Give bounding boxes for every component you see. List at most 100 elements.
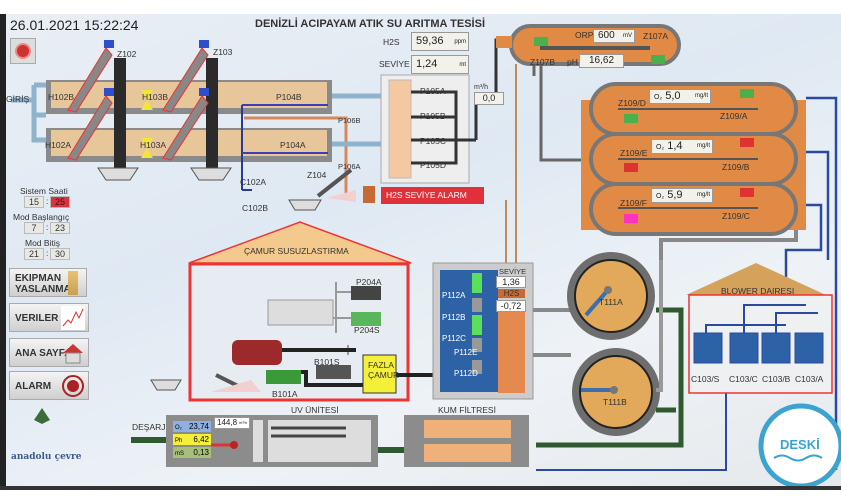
- mode-end-hour[interactable]: 21: [24, 248, 44, 260]
- page-title: DENİZLİ ACIPAYAM ATIK SU ARITMA TESİSİ: [255, 18, 485, 30]
- anadolu-cevre-logo-text: anadolu çevre: [11, 452, 82, 462]
- separator: :: [46, 248, 49, 258]
- mode-end-minute[interactable]: 30: [50, 248, 70, 260]
- label-c102b: C102B: [242, 203, 268, 213]
- mode-start-label: Mod Başlangıç: [13, 212, 70, 222]
- label-p106a: P106A: [338, 162, 361, 171]
- home-button[interactable]: ANA SAYFA: [9, 338, 89, 367]
- label-z107b: Z107B: [530, 57, 556, 67]
- label-p204a: P204A: [356, 277, 382, 287]
- label-p105b: P105B: [420, 111, 446, 121]
- tank-a: [51, 130, 327, 156]
- o2-value: 5,0: [665, 90, 681, 102]
- equipment-aging-label: EKIPMAN YASLANMA: [15, 273, 71, 295]
- alarm-reset-button[interactable]: [10, 38, 36, 64]
- system-hour: 15: [24, 196, 44, 208]
- label-z109e: Z109/E: [620, 148, 648, 158]
- mode-start-minute[interactable]: 23: [50, 222, 70, 234]
- h2s-label: H2S: [383, 37, 400, 47]
- inlet-label: GİRİŞ: [6, 94, 30, 104]
- ph-value: 16,62: [579, 54, 624, 68]
- label-p112d: P112D: [454, 369, 478, 378]
- process-diagram: [11, 24, 841, 488]
- effluent-pipe: [536, 307, 684, 448]
- uv-unit: [268, 420, 371, 462]
- label-h103b: H103B: [142, 92, 168, 102]
- screens: [67, 47, 209, 161]
- pump-p204s: [351, 312, 381, 326]
- label-b101s: B101S: [314, 357, 340, 367]
- discharge-label: DEŞARJ: [132, 422, 166, 432]
- discharge-pipe: [131, 437, 406, 453]
- hourglass-icon: [68, 271, 78, 295]
- excess-line-1: FAZLA: [368, 360, 394, 370]
- o2-readout-1: O₂ 5,0 mg/lt: [649, 89, 711, 104]
- h2s-level-alarm[interactable]: H2S SEVİYE ALARM: [381, 187, 484, 204]
- label-z109c: Z109/C: [722, 211, 750, 221]
- carts: [97, 167, 322, 391]
- system-minute: 25: [50, 196, 70, 208]
- label-z103: Z103: [213, 47, 233, 57]
- label-t111b: T111B: [603, 397, 627, 407]
- mode-start-hour[interactable]: 7: [24, 222, 44, 234]
- p112-h2s-label: H2S: [498, 289, 525, 298]
- label-p105d: P105D: [420, 160, 446, 170]
- data-button[interactable]: VERILER: [9, 303, 89, 332]
- uv-unit-title: UV ÜNİTESİ: [291, 405, 339, 415]
- ph-label: pH: [567, 57, 578, 67]
- sludge-dewatering-title: ÇAMUR SUSUZLASTIRMA: [244, 246, 349, 256]
- chart-icon: [61, 306, 85, 330]
- label-z102: Z102: [117, 49, 137, 59]
- level-value: 1,24: [416, 58, 438, 70]
- label-p204s: P204S: [354, 325, 380, 335]
- alarm-button[interactable]: ALARM: [9, 371, 89, 400]
- p112-basin: [440, 270, 498, 392]
- decanter: [232, 340, 282, 365]
- label-p105c: P105C: [420, 136, 446, 146]
- air-pipe: [241, 105, 252, 191]
- label-c103s: C103/S: [691, 374, 720, 384]
- house-icon: [63, 344, 83, 364]
- sand-filter-2: [424, 444, 511, 462]
- label-z109d: Z109/D: [618, 98, 646, 108]
- separator: :: [46, 222, 49, 232]
- h2s-value: 59,36: [416, 35, 444, 47]
- return-pipe: [659, 230, 798, 260]
- alarm-siren-icon: [15, 43, 31, 59]
- blower-room-title: BLOWER DAIRESI: [721, 286, 795, 296]
- tank-b: [51, 82, 327, 108]
- o2-value: 23,74: [188, 422, 209, 431]
- label-c103c: C103/C: [729, 374, 758, 384]
- p112-h2s-value: -0,72: [496, 300, 526, 312]
- h2s-readout: 59,36 ppm: [411, 32, 469, 51]
- o2-label: O₂: [654, 94, 663, 101]
- blower-roof: [686, 263, 826, 295]
- flow-value: 144,8: [217, 418, 238, 427]
- sand-filter-title: KUM FİLTRESİ: [438, 405, 496, 415]
- alarm-siren-icon: [62, 375, 84, 397]
- system-time-label: Sistem Saati: [20, 186, 68, 196]
- p112-level-value: 1,36: [496, 276, 526, 288]
- gates: [141, 90, 153, 158]
- orp-value: 600: [598, 30, 615, 41]
- o2-unit: mg/lt: [694, 93, 708, 99]
- polymer-tank: [267, 299, 334, 326]
- pump-p204a: [351, 286, 381, 300]
- label-p104b: P104B: [276, 92, 302, 102]
- label-h102b: H102B: [48, 92, 74, 102]
- level-unit: mt: [459, 62, 466, 68]
- z107-outlet-pipe: [532, 64, 581, 162]
- h2s-unit: ppm: [454, 39, 466, 45]
- p105-manifold: [411, 38, 511, 165]
- monitor-bezel: [0, 486, 841, 490]
- o2-value: 5,9: [667, 189, 683, 201]
- conveyor-z103: [206, 58, 218, 168]
- level-readout: 1,24 mt: [411, 55, 469, 74]
- equipment-aging-button[interactable]: EKIPMAN YASLANMA: [9, 268, 87, 297]
- p105-column: [388, 79, 412, 179]
- diffuser-lines: [242, 104, 328, 154]
- label-z109a: Z109/A: [720, 111, 748, 121]
